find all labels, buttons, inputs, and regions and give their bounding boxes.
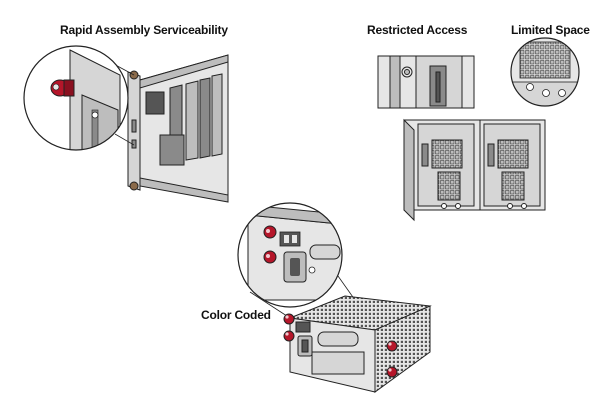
- captive-screw-icon: [283, 313, 398, 378]
- zoom-circle-icon: [23, 45, 135, 151]
- label-limited-space: Limited Space: [511, 23, 590, 37]
- dual-psu-illustration: [403, 118, 546, 222]
- limited-space-illustration: [510, 37, 580, 107]
- label-rapid-assembly: Rapid Assembly Serviceability: [60, 23, 228, 37]
- rack-chassis-illustration: [127, 54, 229, 203]
- captive-screw-icon: [129, 70, 139, 191]
- restricted-access-illustration: [377, 55, 475, 109]
- label-restricted-access: Restricted Access: [367, 23, 468, 37]
- psu-unit-illustration: [288, 295, 432, 393]
- label-color-coded: Color Coded: [201, 308, 271, 322]
